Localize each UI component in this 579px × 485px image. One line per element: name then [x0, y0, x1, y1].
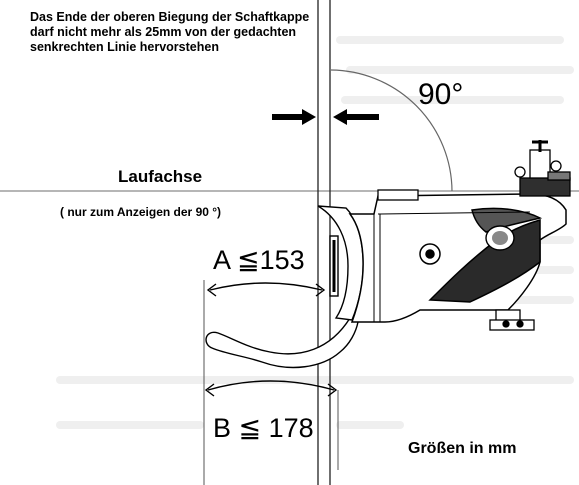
dimension-b-arrow	[204, 380, 338, 397]
stock-cap-rule-note: Das Ende der oberen Biegung der Schaftka…	[30, 10, 310, 54]
butt-hook	[205, 317, 359, 369]
barrel-axis-hint: ( nur zum Anzeigen der 90 °)	[60, 205, 222, 219]
dimension-a-label: A ≦153	[213, 245, 305, 275]
units-note: Größen in mm	[408, 440, 517, 457]
barrel-axis-label: Laufachse	[118, 167, 203, 186]
rear-sight-assembly	[377, 140, 571, 201]
tolerance-arrows	[272, 109, 379, 125]
right-angle-label: 90°	[418, 78, 464, 111]
dimension-a-arrow	[206, 282, 326, 297]
dimension-b-label: B ≦ 178	[213, 413, 314, 443]
hand-stop-fitting	[489, 309, 535, 331]
rifle-stock-body	[348, 193, 567, 323]
right-angle-arc	[330, 69, 453, 192]
